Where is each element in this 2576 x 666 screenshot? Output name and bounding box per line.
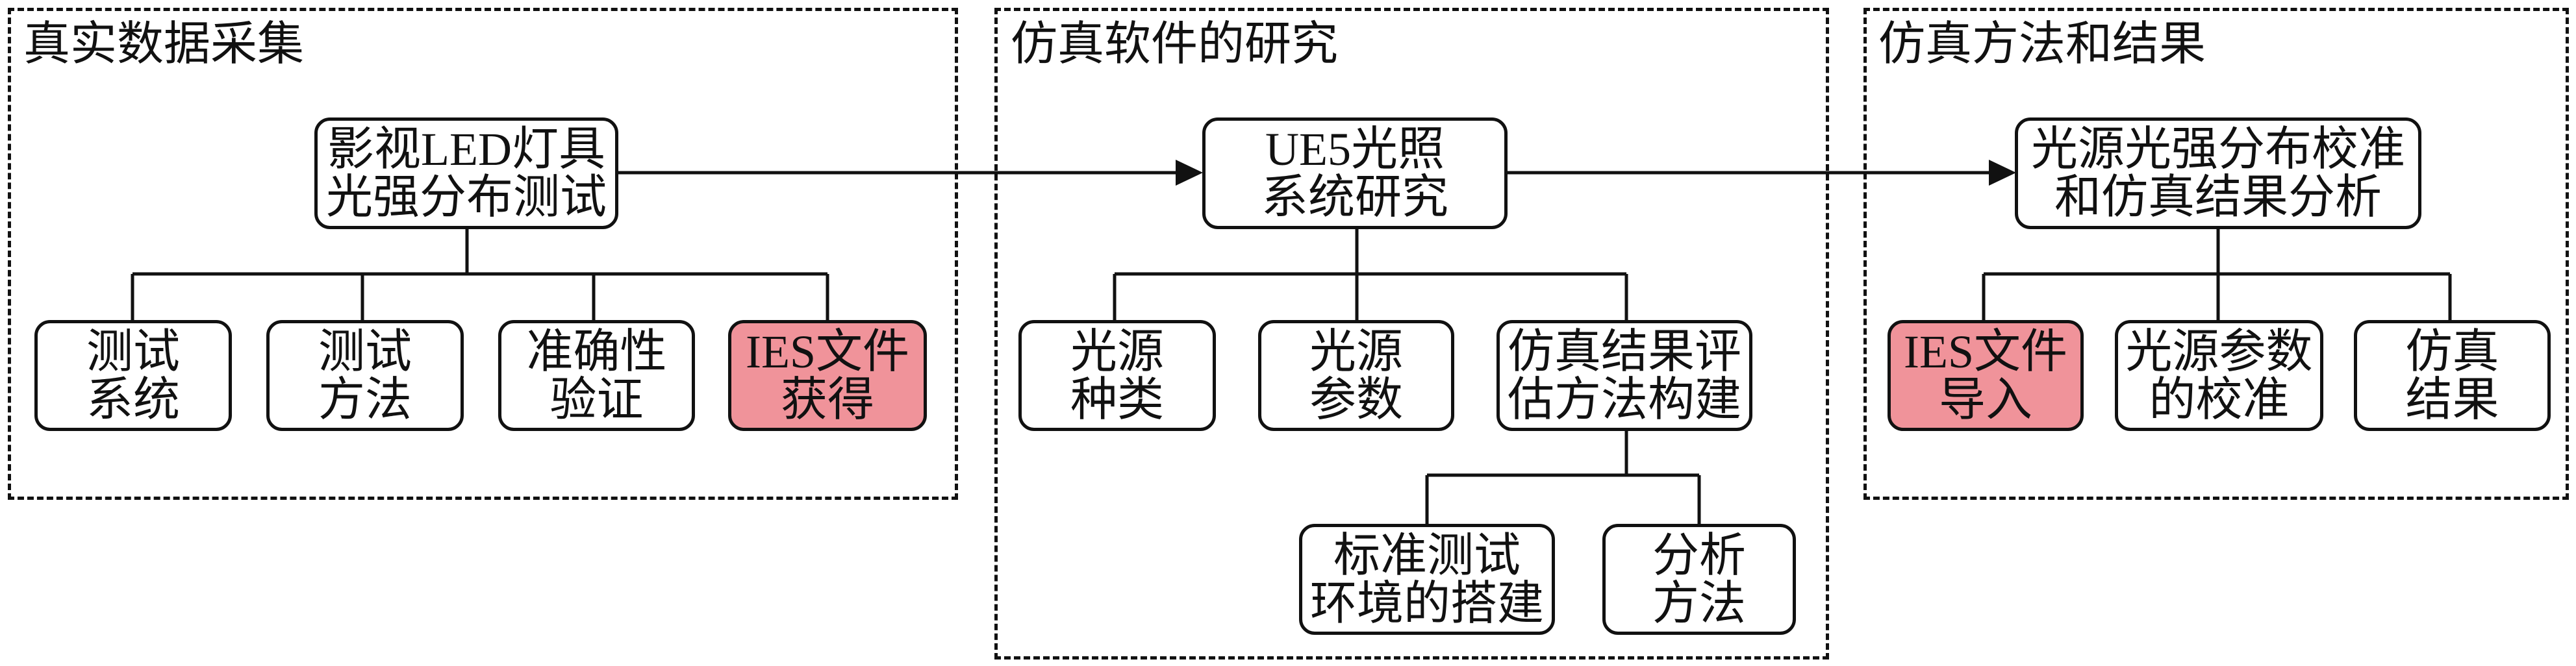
group-simulation-method-and-results — [1863, 8, 2569, 500]
group-title-simulation-method-and-results: 仿真方法和结果 — [1878, 18, 2206, 70]
node-ue5-lighting-system-research: UE5光照 系统研究 — [1202, 117, 1508, 229]
node-led-luminaire-intensity-test: 影视LED灯具 光强分布测试 — [314, 117, 618, 229]
node-test-method: 测试 方法 — [266, 320, 464, 431]
node-evaluation-method-construction: 仿真结果评 估方法构建 — [1496, 320, 1752, 431]
node-light-source-types: 光源 种类 — [1018, 320, 1216, 431]
group-simulation-software-research — [994, 8, 1829, 660]
node-intensity-calibration-and-analysis: 光源光强分布校准 和仿真结果分析 — [2015, 117, 2421, 229]
node-light-source-parameters: 光源 参数 — [1258, 320, 1454, 431]
node-analysis-method: 分析 方法 — [1602, 524, 1796, 635]
node-standard-test-environment: 标准测试 环境的搭建 — [1299, 524, 1555, 635]
node-accuracy-verification: 准确性 验证 — [498, 320, 695, 431]
group-title-simulation-software-research: 仿真软件的研究 — [1011, 18, 1339, 70]
group-real-data-collection — [8, 8, 958, 500]
node-ies-file-acquisition: IES文件 获得 — [728, 320, 927, 431]
node-test-system: 测试 系统 — [34, 320, 232, 431]
group-title-real-data-collection: 真实数据采集 — [23, 18, 305, 70]
node-ies-file-import: IES文件 导入 — [1888, 320, 2084, 431]
node-parameter-calibration: 光源参数 的校准 — [2115, 320, 2323, 431]
node-simulation-results: 仿真 结果 — [2354, 320, 2551, 431]
